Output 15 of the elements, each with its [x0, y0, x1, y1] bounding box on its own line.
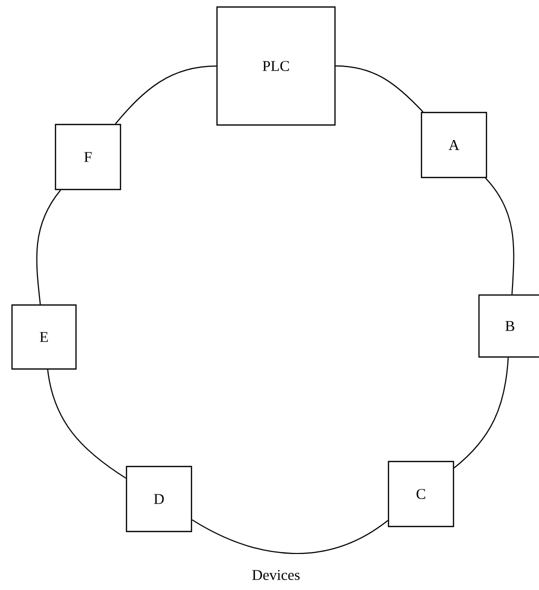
- device-box: C: [388, 460, 454, 528]
- ring-line: [115, 66, 216, 124]
- device-box: F: [54, 124, 122, 190]
- ring-line: [36, 190, 61, 304]
- device-box: D: [126, 466, 192, 532]
- caption: Devices: [252, 570, 300, 580]
- ring-line: [485, 178, 514, 294]
- device-box: E: [11, 304, 77, 370]
- device-box: PLC: [216, 6, 336, 126]
- ring-line: [47, 370, 126, 479]
- ring-line: [454, 358, 509, 468]
- device-box: B: [478, 294, 539, 358]
- ring-line: [192, 519, 388, 554]
- device-box: A: [420, 112, 488, 178]
- ring-line: [336, 65, 424, 112]
